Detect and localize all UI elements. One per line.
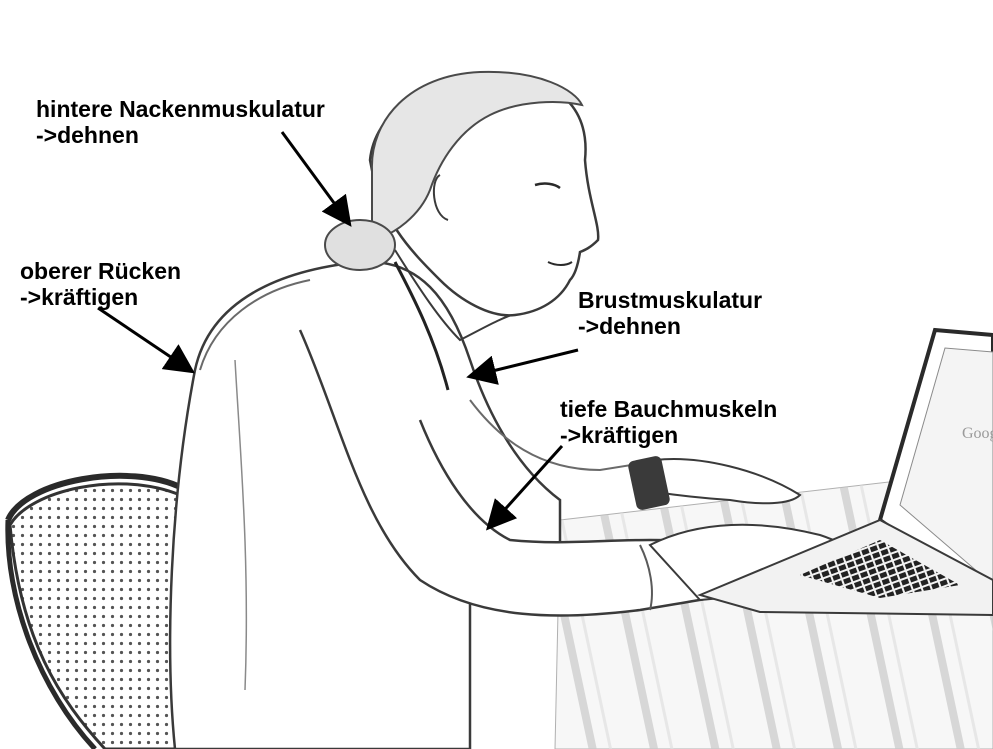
arrow-chest [472, 350, 578, 376]
annotation-upper-back: oberer Rücken ->kräftigen [20, 258, 181, 310]
annotation-chest-action: ->dehnen [578, 313, 762, 339]
annotation-chest-muscles: Brustmuskulatur ->dehnen [578, 287, 762, 339]
annotation-back-title: oberer Rücken [20, 258, 181, 284]
annotation-deep-abdominals: tiefe Bauchmuskeln ->kräftigen [560, 396, 777, 448]
annotation-chest-title: Brustmuskulatur [578, 287, 762, 313]
annotation-abs-action: ->kräftigen [560, 422, 777, 448]
annotation-back-action: ->kräftigen [20, 284, 181, 310]
laptop-screen-logo: Google [962, 425, 993, 442]
annotation-neck-action: ->dehnen [36, 122, 325, 148]
annotation-abs-title: tiefe Bauchmuskeln [560, 396, 777, 422]
annotation-neck-muscles: hintere Nackenmuskulatur ->dehnen [36, 96, 325, 148]
chair [8, 476, 185, 749]
annotation-neck-title: hintere Nackenmuskulatur [36, 96, 325, 122]
arrow-back [98, 308, 190, 370]
